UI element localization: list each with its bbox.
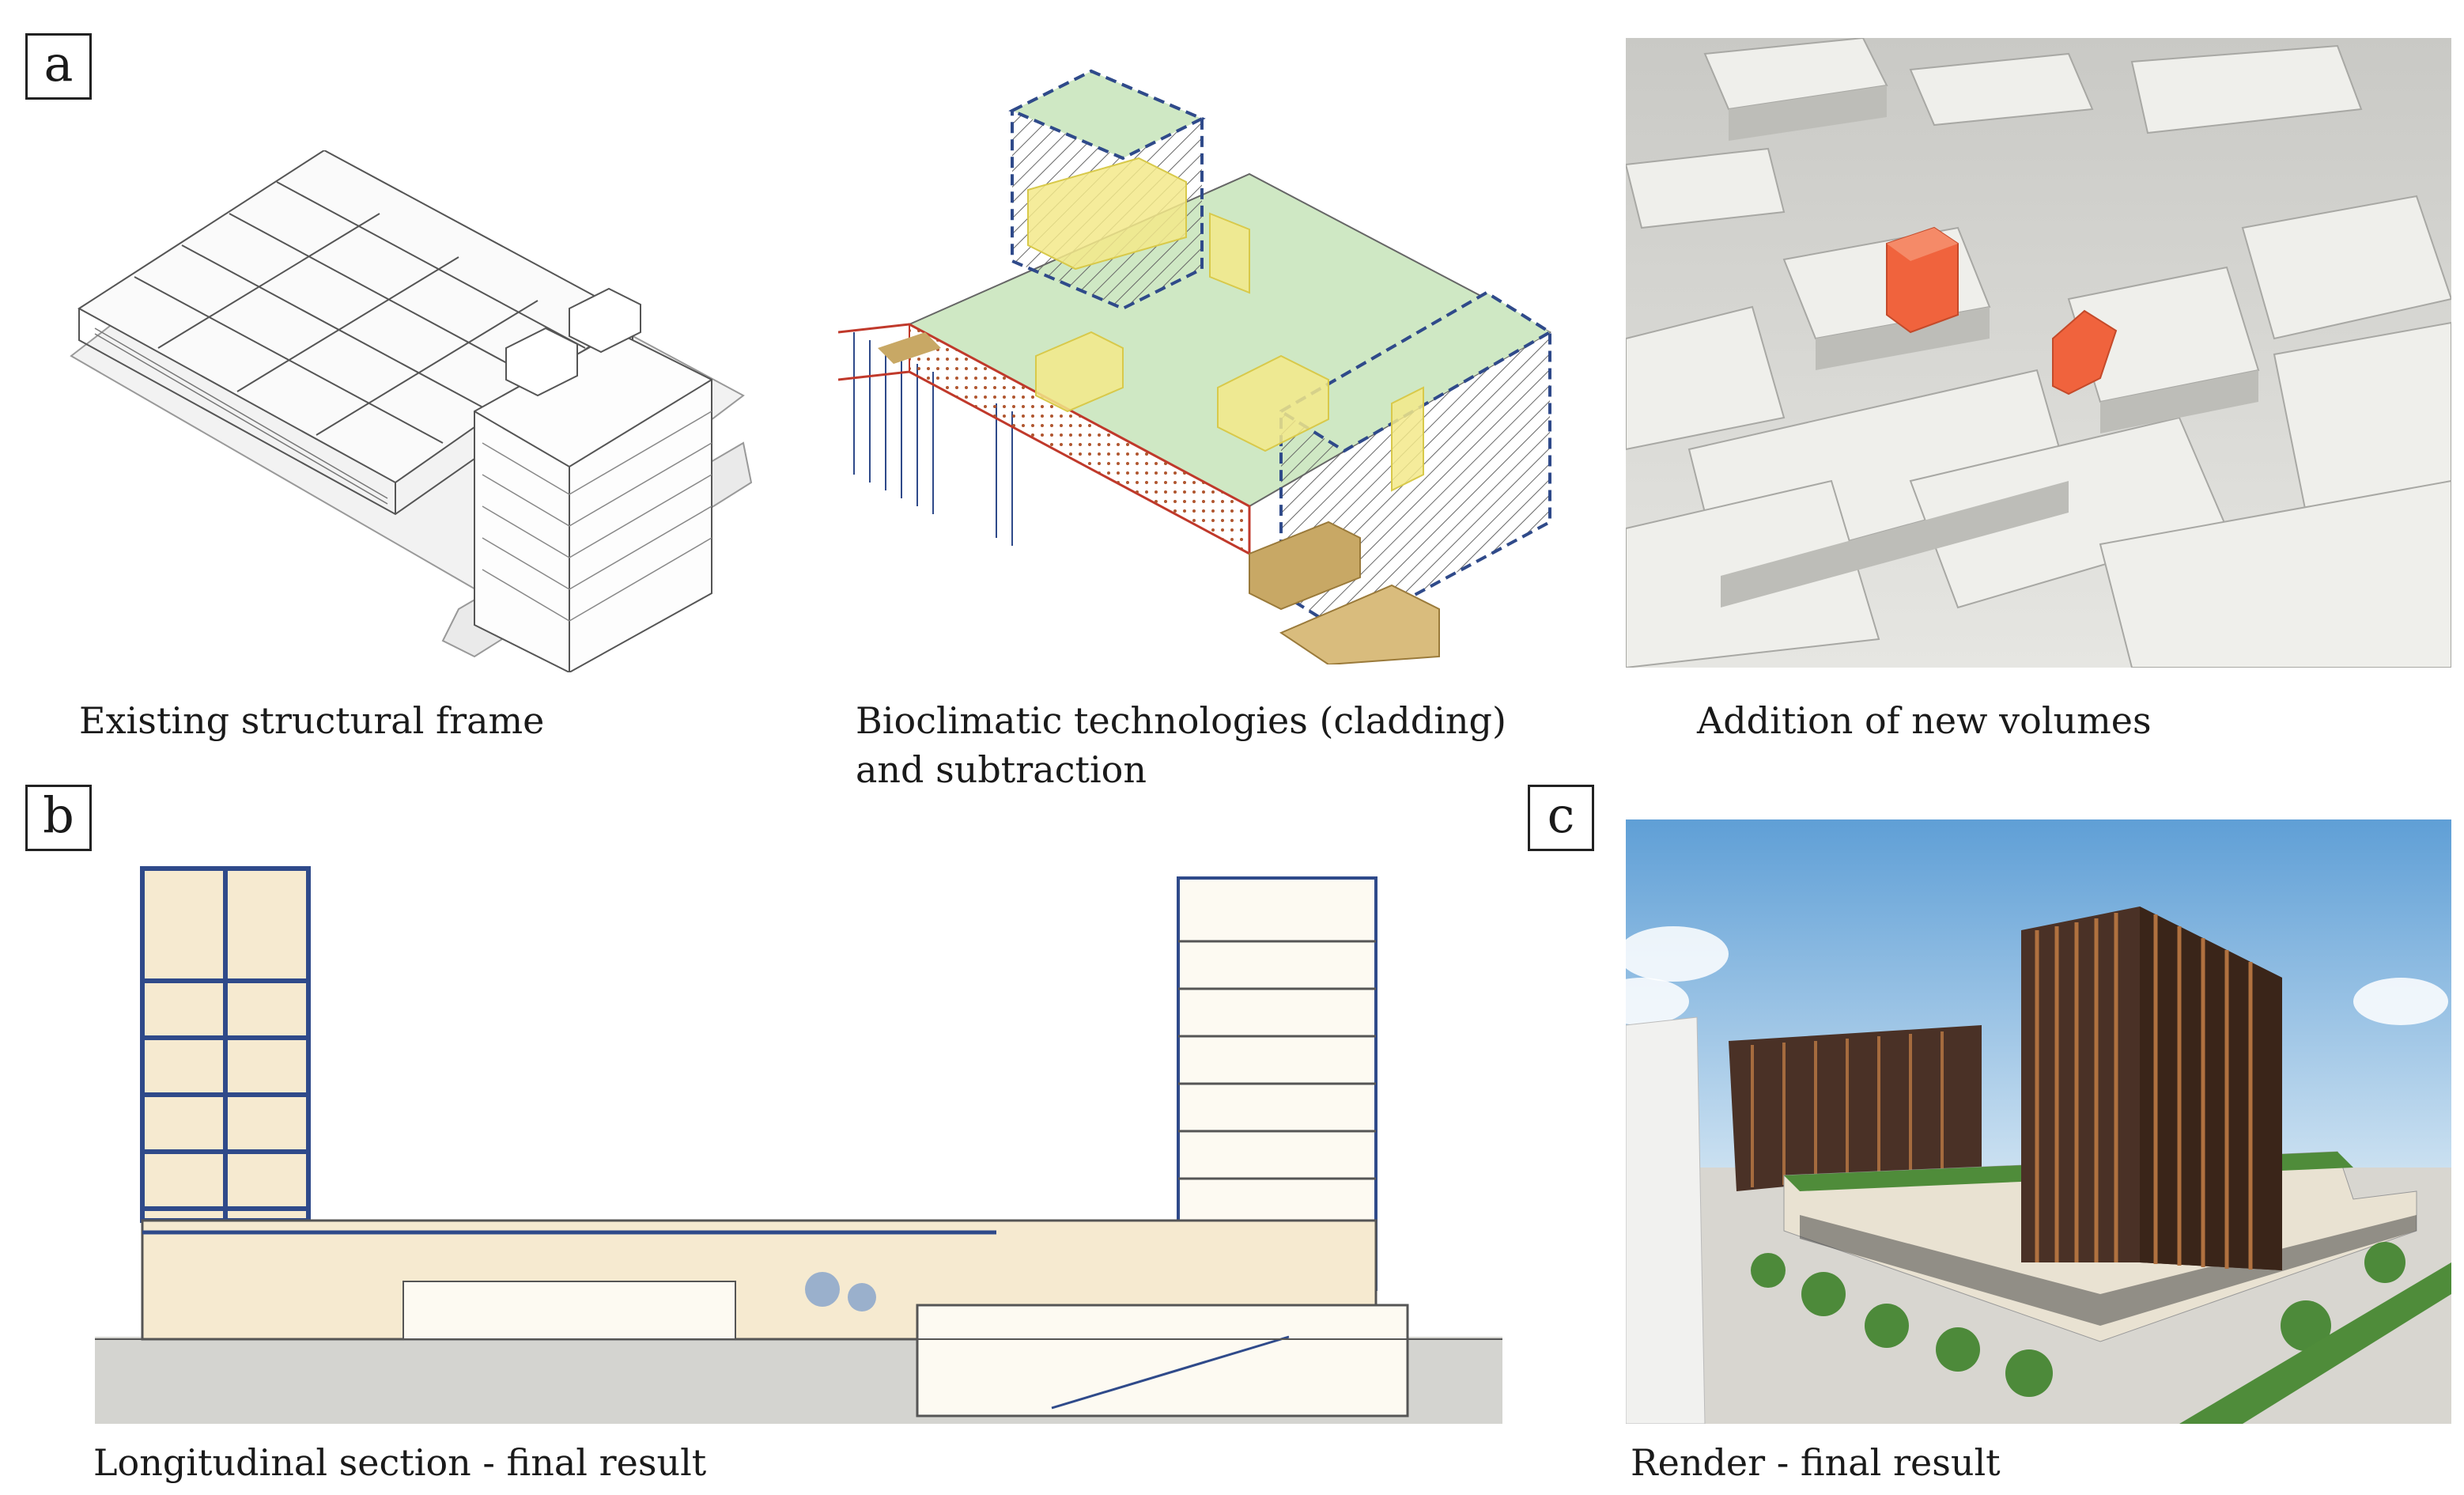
panel-b-label: b: [25, 785, 92, 851]
caption-render: Render - final result: [1631, 1441, 2001, 1484]
caption-existing-frame: Existing structural frame: [79, 699, 545, 742]
render-image: [1626, 819, 2451, 1424]
panel-c-label: c: [1528, 785, 1594, 851]
caption-new-volumes: Addition of new volumes: [1697, 699, 2152, 742]
longitudinal-section-drawing: [87, 862, 1510, 1424]
caption-bioclimatic: Bioclimatic technologies (cladding) and …: [856, 699, 1506, 791]
bioclimatic-drawing: [838, 32, 1613, 664]
panel-a-label: a: [25, 33, 92, 100]
caption-longitudinal-section: Longitudinal section - final result: [93, 1441, 707, 1484]
existing-frame-drawing: [63, 150, 759, 672]
model-photo: [1626, 38, 2451, 668]
